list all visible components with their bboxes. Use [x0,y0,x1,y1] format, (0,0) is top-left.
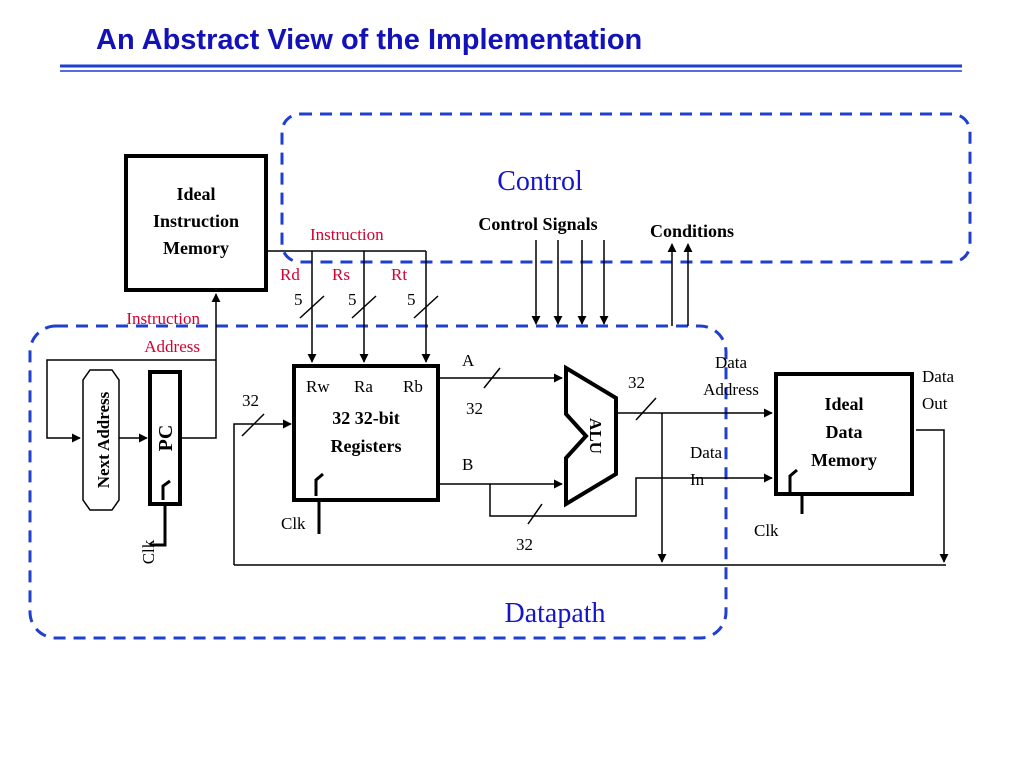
instruction-memory-label-2: Instruction [153,211,239,231]
alu: ALU [564,364,618,508]
instruction-memory-label-3: Memory [163,238,229,258]
data-memory-label-3: Memory [811,450,877,470]
bus-b-label: B [462,455,473,474]
data-memory-label-1: Ideal [824,394,863,414]
slide-title: An Abstract View of the Implementation [96,24,643,56]
data-memory: Ideal Data Memory [774,372,914,496]
alu-result-bus [616,397,773,563]
datapath-region [28,324,728,640]
registers-label-1: 32 32-bit [332,408,400,428]
alu-result-width-label: 32 [628,373,645,392]
bus-b-width-label: 32 [516,535,533,554]
title-underline [60,64,962,72]
instruction-memory: Ideal Instruction Memory [124,154,268,292]
data-address-label-1: Data [715,353,748,372]
writeback-width-label: 32 [242,391,259,410]
port-rb-label: Rb [403,377,423,396]
rt-width-label: 5 [407,290,416,309]
pc-register: PC [148,370,182,506]
bus-a [438,367,563,389]
rs-label: Rs [332,265,350,284]
data-out-bus [916,429,949,563]
instruction-address-label-1: Instruction [126,309,200,328]
bus-a-label: A [462,351,475,370]
pc-clk-label: Clk [139,539,158,564]
rs-width-label: 5 [348,290,357,309]
data-in-label-2: In [690,470,705,489]
port-ra-label: Ra [354,377,373,396]
control-signals-label: Control Signals [478,214,597,234]
pc-label: PC [155,425,177,452]
next-address-label: Next Address [94,391,113,488]
instruction-bus [266,250,439,363]
data-address-label-2: Address [703,380,759,399]
data-out-label-1: Data [922,367,955,386]
bus-b [438,473,773,525]
conditions-label: Conditions [650,221,734,241]
rd-label: Rd [280,265,300,284]
instruction-label: Instruction [310,225,384,244]
bus-a-width-label: 32 [466,399,483,418]
condition-arrows [667,243,693,326]
instruction-memory-label-1: Ideal [176,184,215,204]
registers-label-2: Registers [331,436,402,456]
data-out-label-2: Out [922,394,948,413]
pc-wiring [46,293,221,547]
datapath-region-label: Datapath [504,598,605,629]
port-rw-label: Rw [306,377,330,396]
data-in-label-1: Data [690,443,723,462]
next-address-block: Next Address [82,369,120,511]
data-memory-label-2: Data [826,422,863,442]
control-region-label: Control [497,166,583,197]
control-signal-arrows [531,240,609,325]
alu-label: ALU [586,418,605,454]
register-file: Rw Ra Rb 32 32-bit Registers [292,364,440,502]
data-memory-clk-label: Clk [754,521,779,540]
writeback-bus [233,413,946,566]
rt-label: Rt [391,265,407,284]
instruction-address-label-2: Address [144,337,200,356]
rd-width-label: 5 [294,290,303,309]
register-clk-label: Clk [281,514,306,533]
control-region [280,112,972,264]
